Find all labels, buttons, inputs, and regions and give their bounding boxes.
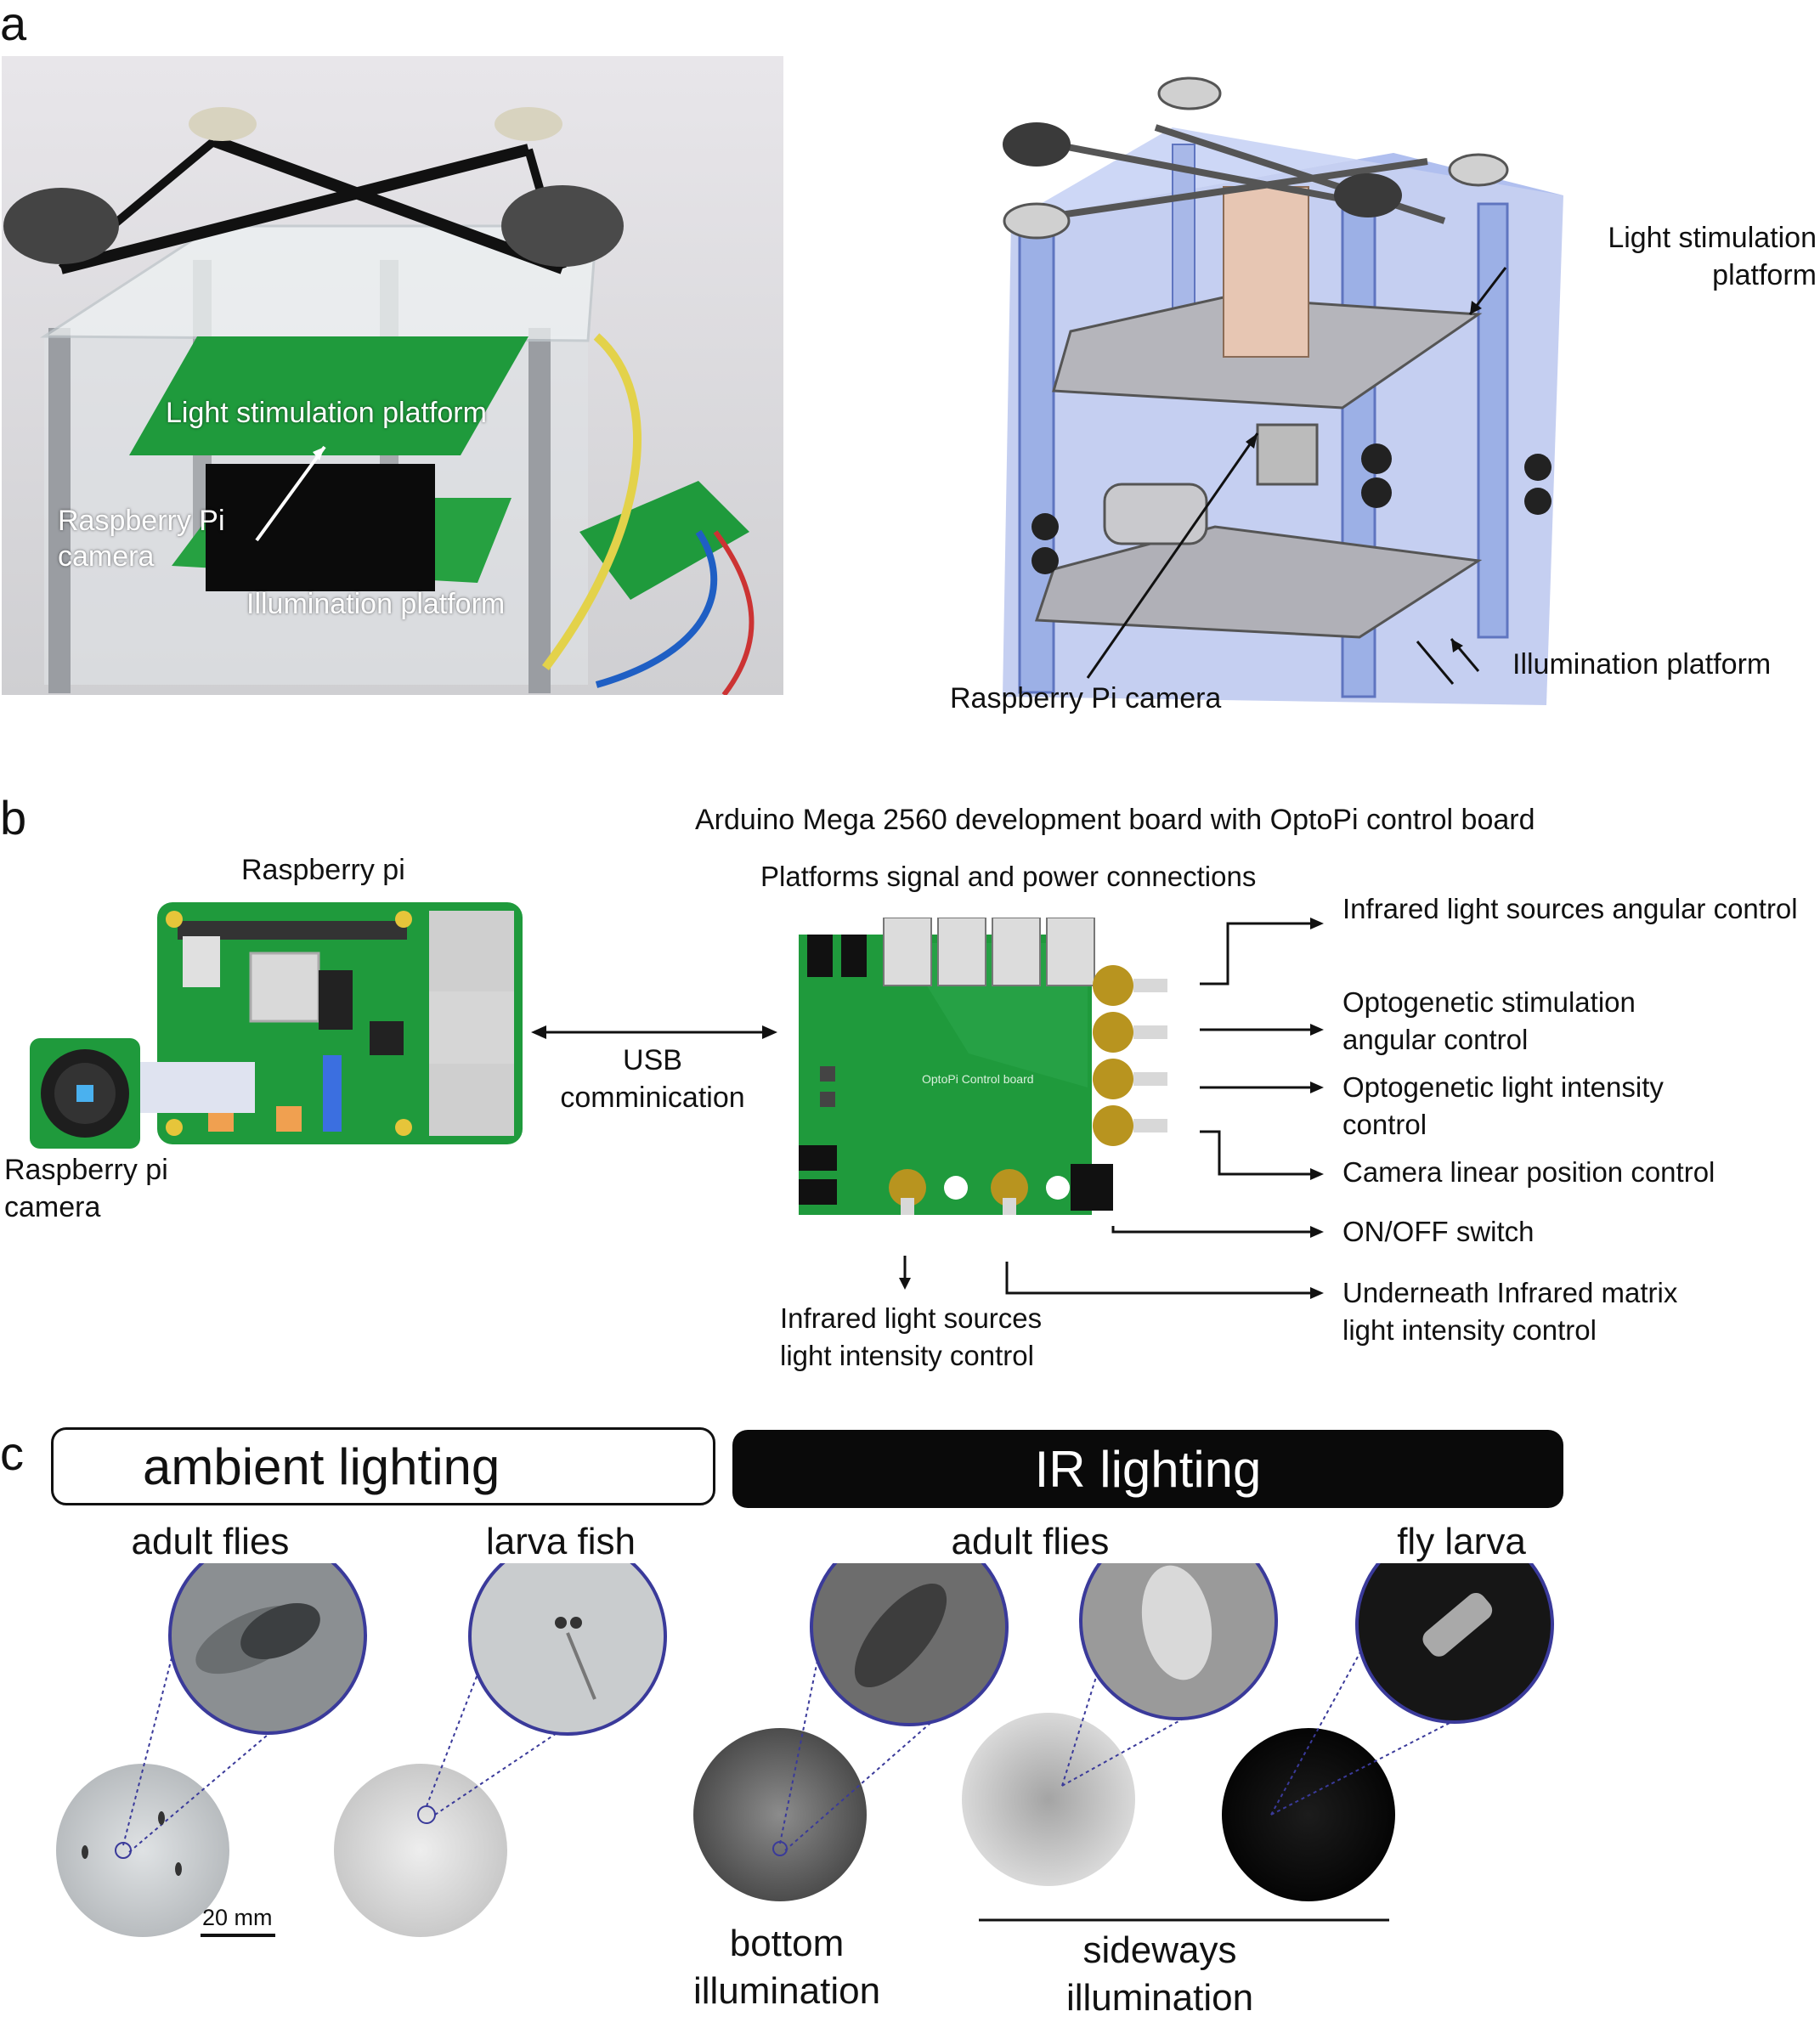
label-ir-intensity: Infrared light sources light intensity c…: [780, 1302, 1043, 1371]
sideways-illumination-label: sideways illumination: [1065, 1929, 1254, 2019]
column-larva-fish: larva fish: [485, 1521, 636, 1562]
device-cad-render: [1003, 51, 1597, 709]
cad-label-raspberry-camera: Raspberry Pi camera: [950, 682, 1222, 714]
device-photo: [2, 56, 783, 695]
optopi-control-board: [799, 918, 1173, 1215]
ir-intensity-arrow: [896, 1256, 913, 1290]
panel-b-letter: b: [0, 791, 27, 844]
scale-bar-label: 20 mm: [202, 1905, 273, 1930]
label-ir-angular: Infrared light sources angular control: [1342, 893, 1798, 924]
control-arrows: [884, 901, 1342, 1325]
imaging-examples: [0, 1563, 1820, 1937]
usb-label: USB comminication: [560, 1044, 745, 1114]
label-camera-linear: Camera linear position control: [1342, 1156, 1715, 1188]
raspberry-pi-camera-module: [30, 1038, 140, 1149]
ir-lighting-label: IR lighting: [1034, 1440, 1262, 1498]
column-adult-flies-ambient: adult flies: [131, 1521, 290, 1562]
raspberry-pi-camera-label: Raspberry pi camera: [4, 1154, 168, 1223]
cad-label-illumination: Illumination platform: [1512, 648, 1772, 681]
arduino-title: Arduino Mega 2560 development board with…: [695, 804, 1535, 836]
ir-lighting-banner: IR lighting: [732, 1430, 1563, 1508]
label-opto-intensity: Optogenetic light intensity control: [1342, 1071, 1664, 1140]
label-on-off: ON/OFF switch: [1342, 1216, 1535, 1247]
usb-arrow: [531, 1019, 777, 1045]
photo-label-raspberry-camera: Raspberry Pi camera: [58, 505, 225, 573]
bottom-illumination-label: bottom illumination: [692, 1923, 881, 2012]
platforms-connections-label: Platforms signal and power connections: [760, 861, 1257, 892]
ribbon-cable: [136, 1062, 255, 1113]
panel-c-letter: c: [0, 1426, 24, 1480]
ambient-lighting-banner: ambient lighting: [51, 1427, 715, 1505]
photo-label-illumination: Illumination platform: [246, 588, 506, 620]
raspberry-pi-title: Raspberry pi: [241, 854, 405, 886]
panel-a-letter: a: [0, 0, 27, 50]
label-underneath-ir: Underneath Infrared matrix light intensi…: [1342, 1277, 1678, 1346]
ambient-lighting-label: ambient lighting: [143, 1437, 500, 1495]
column-adult-flies-ir: adult flies: [951, 1521, 1110, 1562]
column-fly-larva: fly larva: [1397, 1521, 1526, 1562]
control-board-label: OptoPi Control board: [922, 1072, 1034, 1086]
cad-label-light-stimulation: Light stimulation platform: [1608, 222, 1817, 291]
label-opto-angular: Optogenetic stimulation angular control: [1342, 986, 1636, 1055]
photo-label-light-stimulation: Light stimulation platform: [166, 397, 487, 429]
